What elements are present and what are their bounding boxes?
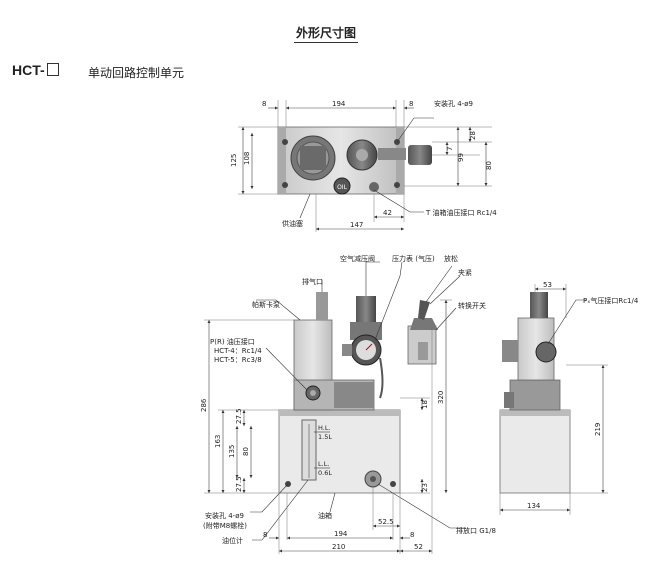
side-view: 53 Pₓ气压接口Rc1/4 219 134 — [499, 281, 639, 515]
side-dim-219: 219 — [594, 423, 602, 436]
switch-lever-base — [410, 318, 438, 330]
top-dim-80: 80 — [485, 161, 493, 170]
drawing-title-text: 外形尺寸图 — [293, 26, 358, 43]
label-mount-holes-front-2: (附带M8螺栓) — [203, 521, 247, 530]
tank-port-fitting — [369, 182, 379, 192]
label-clamp: 夹紧 — [458, 268, 472, 277]
side-base-block — [509, 379, 561, 411]
dim-18: 18 — [421, 400, 429, 409]
top-view: OIL 8 194 8 125 108 28 7 99 80 — [230, 99, 497, 232]
switch-valve-window — [418, 342, 428, 360]
dim-23: 23 — [421, 483, 429, 492]
side-fitting — [502, 340, 518, 362]
label-hl: H.L. — [318, 424, 331, 432]
oil-mark: OIL — [337, 184, 347, 191]
valve-top-knob — [356, 149, 368, 161]
label-p-port-1: P(R) 油压接口 — [210, 337, 255, 346]
label-mount-holes-front-1: 安装孔 4-ø9 — [205, 511, 244, 520]
switch-lever — [418, 300, 430, 320]
label-pressure-gauge: 压力表 (气压) — [392, 254, 435, 263]
top-dim-125: 125 — [230, 154, 238, 167]
label-hl-val: 1.5L — [318, 433, 332, 441]
dim-27-5-top: 27.5 — [235, 408, 243, 424]
top-mount-hole-2 — [394, 182, 400, 188]
top-dim-28: 28 — [469, 131, 477, 140]
label-exhaust: 排气口 — [302, 277, 323, 286]
side-air-valve — [530, 292, 548, 318]
label-oil-tank: 油箱 — [318, 511, 332, 520]
label-px-port: Pₓ气压接口Rc1/4 — [583, 296, 639, 305]
oil-tank — [278, 409, 401, 494]
model-number-text: HCT- — [12, 62, 45, 78]
label-switch: 转换开关 — [458, 301, 486, 310]
top-dim-147: 147 — [350, 221, 363, 229]
dim-135: 135 — [228, 445, 236, 458]
model-number: HCT- — [12, 62, 59, 78]
front-mount-hole-right — [390, 481, 396, 487]
label-pascal-pump: 帕斯卡泵 — [252, 300, 280, 309]
pump-base — [334, 382, 374, 408]
label-drain: 排放口 G1/8 — [456, 526, 496, 535]
dim-27-5-bottom: 27.5 — [235, 476, 243, 492]
air-reducer-body — [356, 296, 376, 322]
side-dim-134: 134 — [527, 502, 541, 510]
gauge-fitting — [342, 344, 352, 356]
model-suffix-box — [46, 63, 59, 76]
top-dim-7: 7 — [446, 147, 454, 151]
air-reducer-base — [350, 322, 382, 340]
dim-210: 210 — [332, 543, 345, 551]
top-view-left-flange — [278, 127, 286, 194]
fitting-top — [378, 148, 406, 160]
label-level-gauge: 油位计 — [222, 536, 243, 545]
dim-80: 80 — [242, 447, 250, 456]
label-filler-cap: 供油塞 — [282, 219, 303, 228]
dim-286: 286 — [200, 398, 208, 412]
label-ll: L.L. — [318, 460, 329, 468]
top-mount-hole-3 — [282, 139, 288, 145]
dim-8-right: 8 — [410, 531, 414, 539]
label-air-reducer: 空气减压阀 — [340, 254, 375, 263]
oil-filler-cap — [333, 177, 351, 195]
top-dim-108: 108 — [243, 152, 251, 165]
dim-163: 163 — [214, 435, 222, 448]
drawing-title: 外形尺寸图 — [0, 24, 652, 43]
dim-194: 194 — [334, 530, 348, 538]
product-name: 单动回路控制单元 — [88, 66, 185, 80]
front-view: 空气减压阀 压力表 (气压) 放松 夹紧 转换开关 排气口 帕斯卡泵 P(R) … — [200, 254, 496, 554]
switch-top — [408, 145, 432, 165]
exhaust-port — [316, 292, 328, 320]
side-oil-tank — [499, 409, 571, 494]
top-dim-194: 194 — [332, 100, 346, 108]
pump-top-block — [300, 146, 326, 170]
label-p-port-2: HCT-4：Rc1/4 — [214, 347, 262, 355]
air-hose — [379, 357, 384, 399]
top-dim-8-right: 8 — [409, 100, 413, 108]
side-gauge — [535, 341, 557, 363]
label-release: 放松 — [444, 254, 458, 263]
top-dim-42: 42 — [383, 209, 392, 217]
dim-8-left: 8 — [263, 531, 267, 539]
dim-320: 320 — [437, 391, 445, 404]
label-mount-holes-top: 安装孔 4-ø9 — [434, 99, 473, 108]
label-p-port-3: HCT-5：Rc3/8 — [214, 356, 262, 364]
label-tank-port: T 油箱油压接口 Rc1/4 — [425, 208, 497, 217]
dim-52-5: 52.5 — [378, 518, 394, 526]
top-view-right-flange — [396, 127, 404, 194]
tank-top-flange — [279, 410, 400, 416]
label-ll-val: 0.6L — [318, 469, 332, 477]
top-mount-hole-4 — [282, 182, 288, 188]
top-dim-8-left: 8 — [262, 100, 266, 108]
top-dim-99: 99 — [457, 153, 465, 162]
dim-52: 52 — [414, 543, 423, 551]
side-dim-53: 53 — [543, 281, 552, 289]
